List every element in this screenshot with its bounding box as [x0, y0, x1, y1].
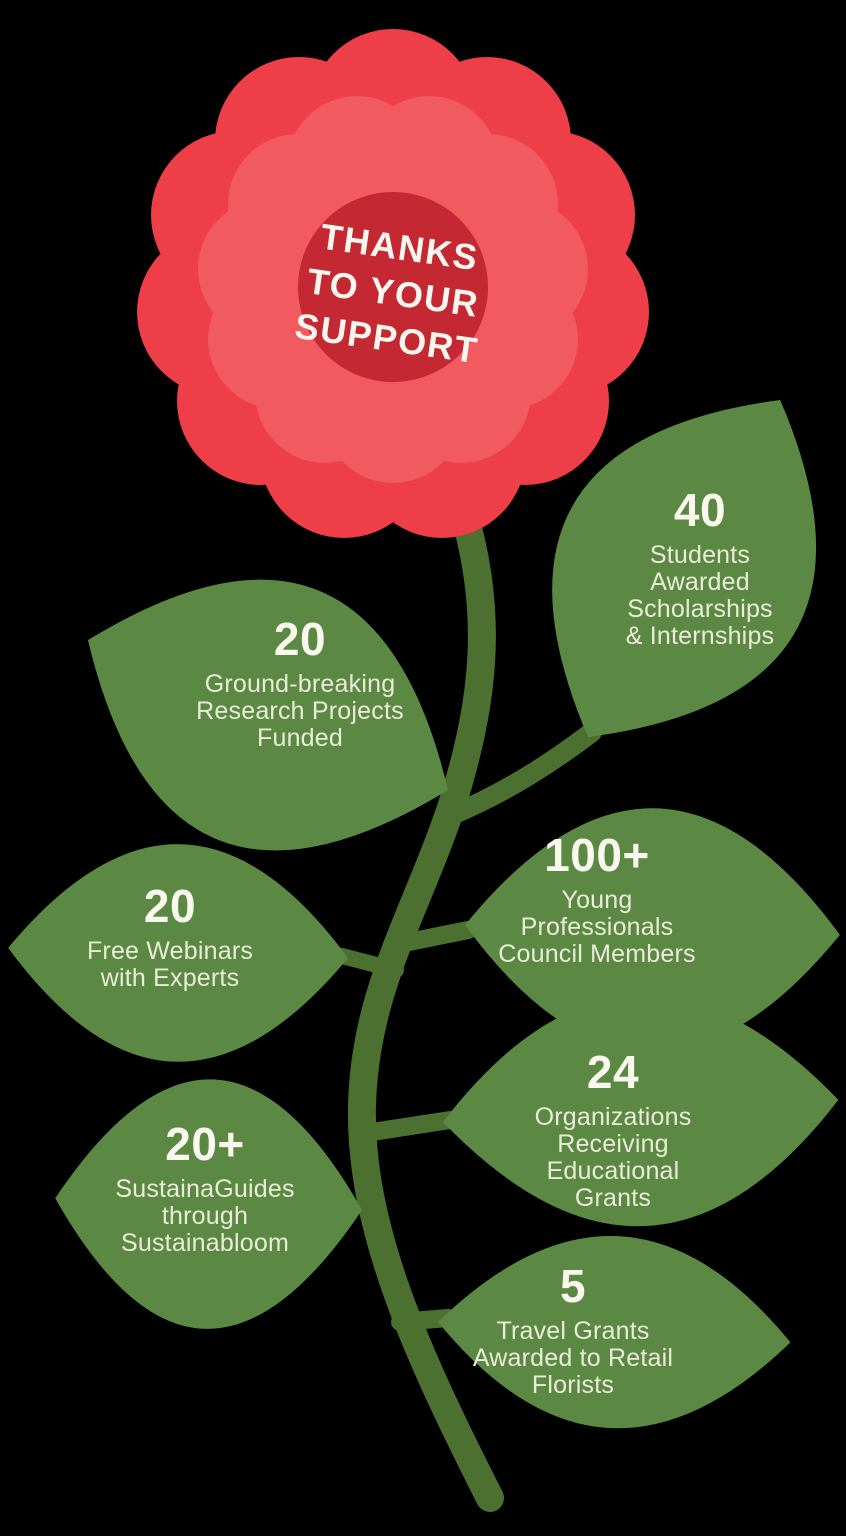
stat-label-line: Florists	[531, 1371, 615, 1399]
stat-students-scholarships: 40 Students Awarded Scholarships & Inter…	[560, 486, 840, 650]
stat-label-line: & Internships	[625, 622, 775, 650]
stat-label-line: Travel Grants	[496, 1317, 650, 1345]
stat-label-line: Educational	[546, 1157, 680, 1185]
stat-research-projects: 20 Ground-breaking Research Projects Fun…	[160, 615, 440, 752]
stat-value: 20	[143, 880, 197, 932]
stat-label-line: Awarded to Retail	[472, 1344, 674, 1372]
stat-value: 40	[673, 484, 727, 536]
stat-label-line: Free Webinars	[86, 937, 254, 965]
stat-value: 20+	[165, 1118, 245, 1170]
stat-value: 20	[273, 613, 327, 665]
stat-label-line: Scholarships	[627, 595, 773, 623]
stat-free-webinars: 20 Free Webinars with Experts	[30, 882, 310, 992]
stem-group	[334, 486, 602, 1512]
stat-label-line: Professionals	[520, 913, 674, 941]
stat-label-line: Grants	[574, 1184, 652, 1212]
stat-sustainaguides: 20+ SustainaGuides through Sustainabloom	[65, 1120, 345, 1257]
stat-label-line: Council Members	[498, 940, 696, 968]
stat-value: 5	[559, 1260, 587, 1312]
branch-to-grants-leaf	[363, 1111, 459, 1141]
stat-label-line: Receiving	[557, 1130, 669, 1158]
stat-label-line: Students	[649, 541, 751, 569]
stat-label-line: Research Projects	[196, 697, 404, 725]
stat-travel-grants: 5 Travel Grants Awarded to Retail Floris…	[433, 1262, 713, 1399]
branch-to-scholarships-leaf	[442, 722, 602, 825]
stat-label-line: through	[161, 1202, 249, 1230]
stat-educational-grants: 24 Organizations Receiving Educational G…	[473, 1048, 753, 1212]
branch-to-webinars-leaf	[334, 948, 404, 978]
stat-label-line: Funded	[257, 724, 343, 752]
stat-value: 24	[586, 1046, 640, 1098]
stat-label-line: Sustainabloom	[121, 1229, 289, 1257]
stat-label-line: Young	[561, 886, 633, 914]
stat-label-line: Organizations	[534, 1103, 692, 1131]
flower-center-disc	[298, 192, 488, 382]
branch-to-council-leaf	[385, 921, 477, 954]
branch-to-travel-leaf	[391, 1309, 457, 1331]
stat-label-line: with Experts	[100, 964, 240, 992]
stat-label-line: Awarded	[650, 568, 750, 596]
stat-council-members: 100+ Young Professionals Council Members	[457, 831, 737, 968]
flower	[137, 29, 649, 538]
stat-label-line: Ground-breaking	[204, 670, 396, 698]
stat-label-line: SustainaGuides	[115, 1175, 295, 1203]
stat-value: 100+	[544, 829, 650, 881]
